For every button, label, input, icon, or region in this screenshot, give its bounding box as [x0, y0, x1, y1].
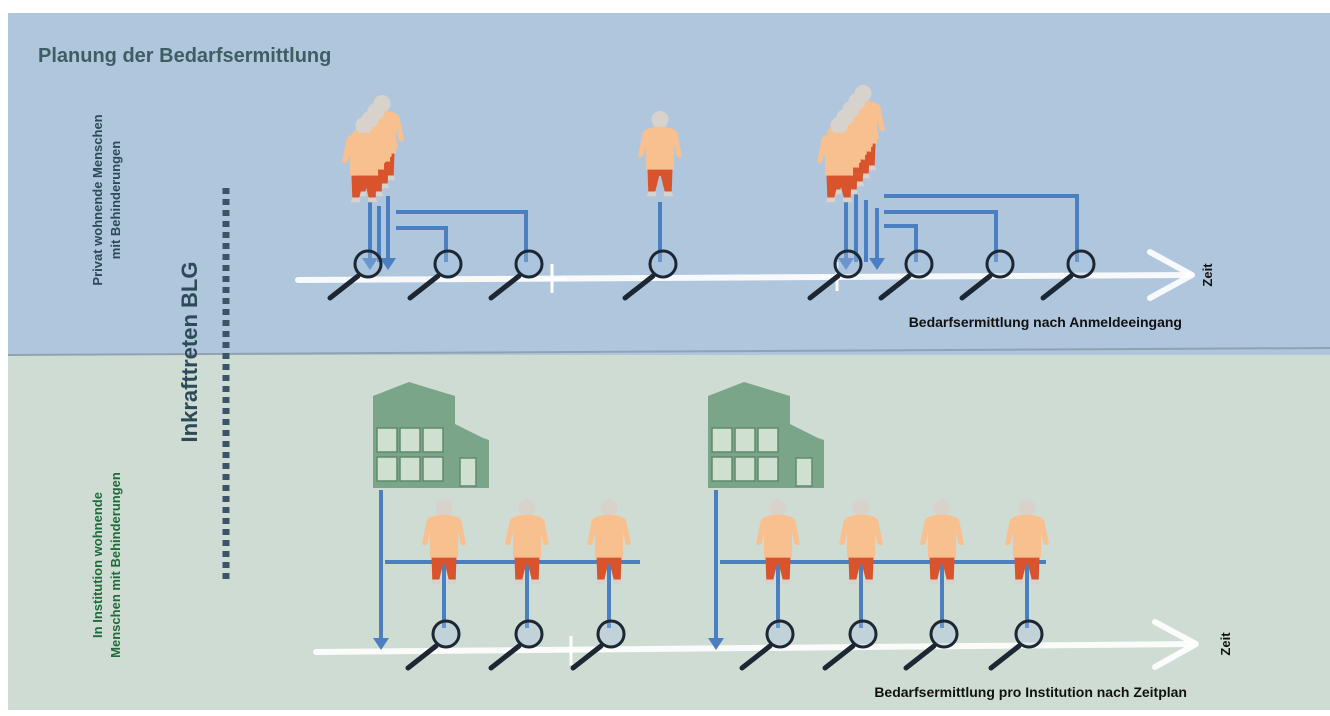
top-axis-label: Zeit: [1200, 263, 1215, 287]
svg-text:mit Behinderungen: mit Behinderungen: [108, 141, 123, 260]
svg-text:In Institution wohnende: In Institution wohnende: [90, 492, 105, 638]
top-caption: Bedarfsermittlung nach Anmeldeeingang: [909, 314, 1182, 330]
institution-building-2: [708, 382, 824, 488]
institution-building-1: [373, 382, 489, 488]
svg-text:Privat wohnende Menschen: Privat wohnende Menschen: [90, 114, 105, 285]
bottom-arrowheads: [373, 638, 724, 650]
bottom-section-label: In Institution wohnende Menschen mit Beh…: [90, 472, 123, 658]
page-title: Planung der Bedarfsermittlung: [38, 45, 331, 67]
milestone-label: Inkrafttreten BLG: [177, 262, 202, 443]
bottom-time-axis: [313, 619, 1199, 670]
top-section-label: Privat wohnende Menschen mit Behinderung…: [90, 114, 123, 285]
svg-text:Menschen mit Behinderungen: Menschen mit Behinderungen: [108, 472, 123, 658]
bottom-axis-label: Zeit: [1218, 632, 1233, 656]
bottom-caption: Bedarfsermittlung pro Institution nach Z…: [874, 684, 1187, 700]
bottom-band: [8, 355, 1330, 710]
